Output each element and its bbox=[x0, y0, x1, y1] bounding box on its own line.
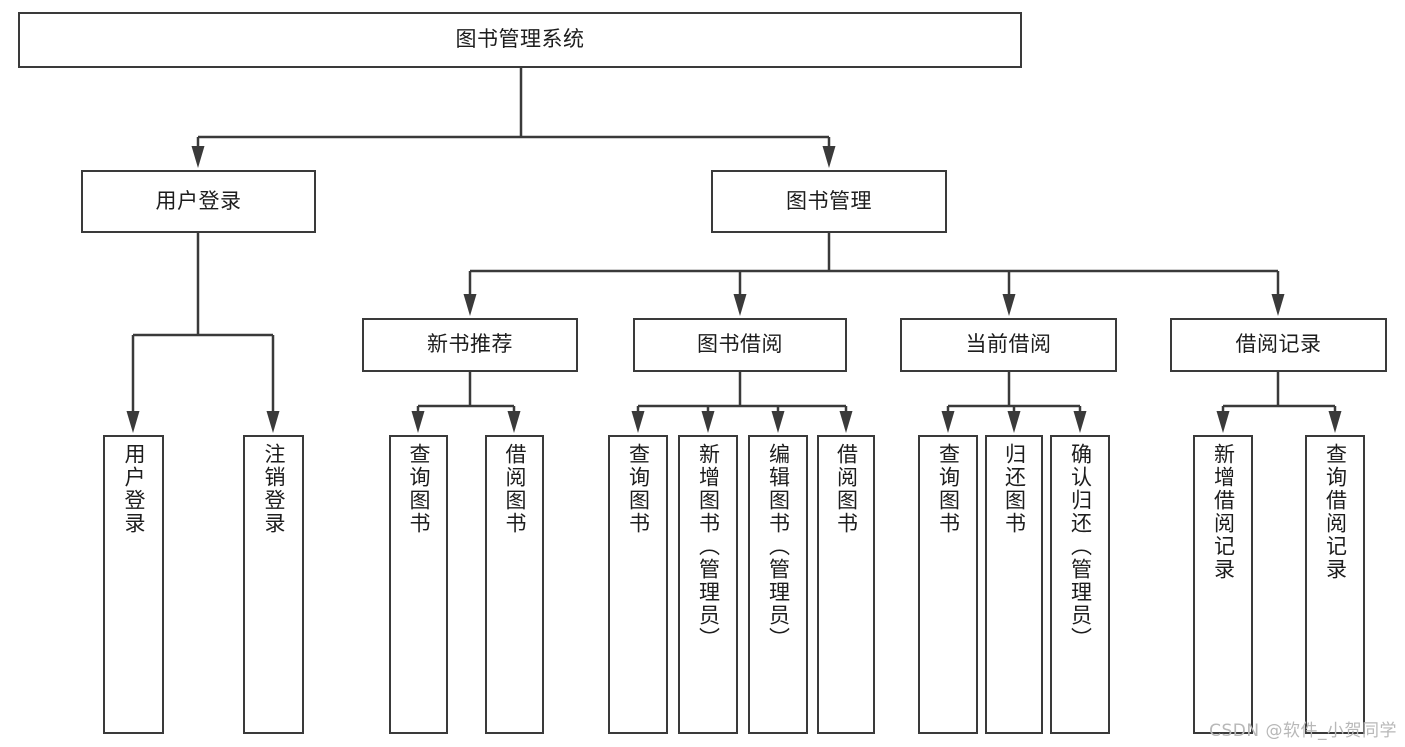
node-l_addrec[interactable]: 新增借阅记录 bbox=[1193, 435, 1253, 734]
arrowhead-icon bbox=[1073, 411, 1087, 433]
node-login[interactable]: 用户登录 bbox=[81, 170, 316, 233]
node-l_confirm[interactable]: 确认归还（管理员） bbox=[1050, 435, 1110, 734]
arrowhead-icon bbox=[411, 411, 425, 433]
node-label: 查询图书 bbox=[626, 443, 651, 535]
watermark: CSDN @软件_小贺同学 bbox=[1209, 721, 1397, 741]
node-label: 注销登录 bbox=[262, 443, 286, 535]
node-l_query3[interactable]: 查询图书 bbox=[918, 435, 978, 734]
node-l_login[interactable]: 用户登录 bbox=[103, 435, 164, 734]
node-label: 归还图书 bbox=[1002, 443, 1027, 535]
node-newbook[interactable]: 新书推荐 bbox=[362, 318, 578, 372]
node-records[interactable]: 借阅记录 bbox=[1170, 318, 1387, 372]
node-l_borrow2[interactable]: 借阅图书 bbox=[817, 435, 875, 734]
node-label: 新书推荐 bbox=[427, 332, 513, 357]
arrowhead-icon bbox=[1328, 411, 1342, 433]
arrowhead-icon bbox=[701, 411, 715, 433]
arrowhead-icon bbox=[1216, 411, 1230, 433]
node-label: 借阅图书 bbox=[503, 443, 527, 535]
arrowhead-icon bbox=[266, 411, 280, 433]
arrowhead-icon bbox=[771, 411, 785, 433]
arrowhead-icon bbox=[733, 294, 747, 316]
arrowhead-icon bbox=[839, 411, 853, 433]
node-label: 图书借阅 bbox=[697, 332, 783, 357]
node-l_add[interactable]: 新增图书（管理员） bbox=[678, 435, 738, 734]
node-label: 借阅图书 bbox=[834, 443, 859, 535]
node-label: 用户登录 bbox=[122, 443, 146, 535]
node-current[interactable]: 当前借阅 bbox=[900, 318, 1117, 372]
node-label: 新增借阅记录 bbox=[1211, 443, 1236, 581]
node-label: 确认归还（管理员） bbox=[1068, 443, 1093, 650]
node-l_query2[interactable]: 查询图书 bbox=[608, 435, 668, 734]
arrowhead-icon bbox=[463, 294, 477, 316]
node-label: 当前借阅 bbox=[965, 332, 1052, 357]
node-l_queryrec[interactable]: 查询借阅记录 bbox=[1305, 435, 1365, 734]
node-label: 查询借阅记录 bbox=[1323, 443, 1348, 581]
arrowhead-icon bbox=[1007, 411, 1021, 433]
node-bookmgmt[interactable]: 图书管理 bbox=[711, 170, 947, 233]
arrowhead-icon bbox=[1002, 294, 1016, 316]
node-label: 图书管理系统 bbox=[455, 27, 585, 52]
node-label: 用户登录 bbox=[155, 188, 242, 213]
node-l_return[interactable]: 归还图书 bbox=[985, 435, 1043, 734]
arrowhead-icon bbox=[191, 146, 205, 168]
arrowhead-icon bbox=[822, 146, 836, 168]
node-label: 查询图书 bbox=[936, 443, 961, 535]
node-l_edit[interactable]: 编辑图书（管理员） bbox=[748, 435, 808, 734]
node-label: 借阅记录 bbox=[1235, 332, 1322, 357]
node-label: 新增图书（管理员） bbox=[696, 443, 721, 650]
node-l_query1[interactable]: 查询图书 bbox=[389, 435, 448, 734]
node-borrow[interactable]: 图书借阅 bbox=[633, 318, 847, 372]
node-root[interactable]: 图书管理系统 bbox=[18, 12, 1022, 68]
arrowhead-icon bbox=[941, 411, 955, 433]
node-label: 编辑图书（管理员） bbox=[766, 443, 791, 650]
node-label: 查询图书 bbox=[407, 443, 431, 535]
arrowhead-icon bbox=[126, 411, 140, 433]
node-l_logout[interactable]: 注销登录 bbox=[243, 435, 304, 734]
arrowhead-icon bbox=[507, 411, 521, 433]
node-l_borrow1[interactable]: 借阅图书 bbox=[485, 435, 544, 734]
arrowhead-icon bbox=[631, 411, 645, 433]
node-label: 图书管理 bbox=[786, 188, 872, 213]
arrowhead-icon bbox=[1271, 294, 1285, 316]
